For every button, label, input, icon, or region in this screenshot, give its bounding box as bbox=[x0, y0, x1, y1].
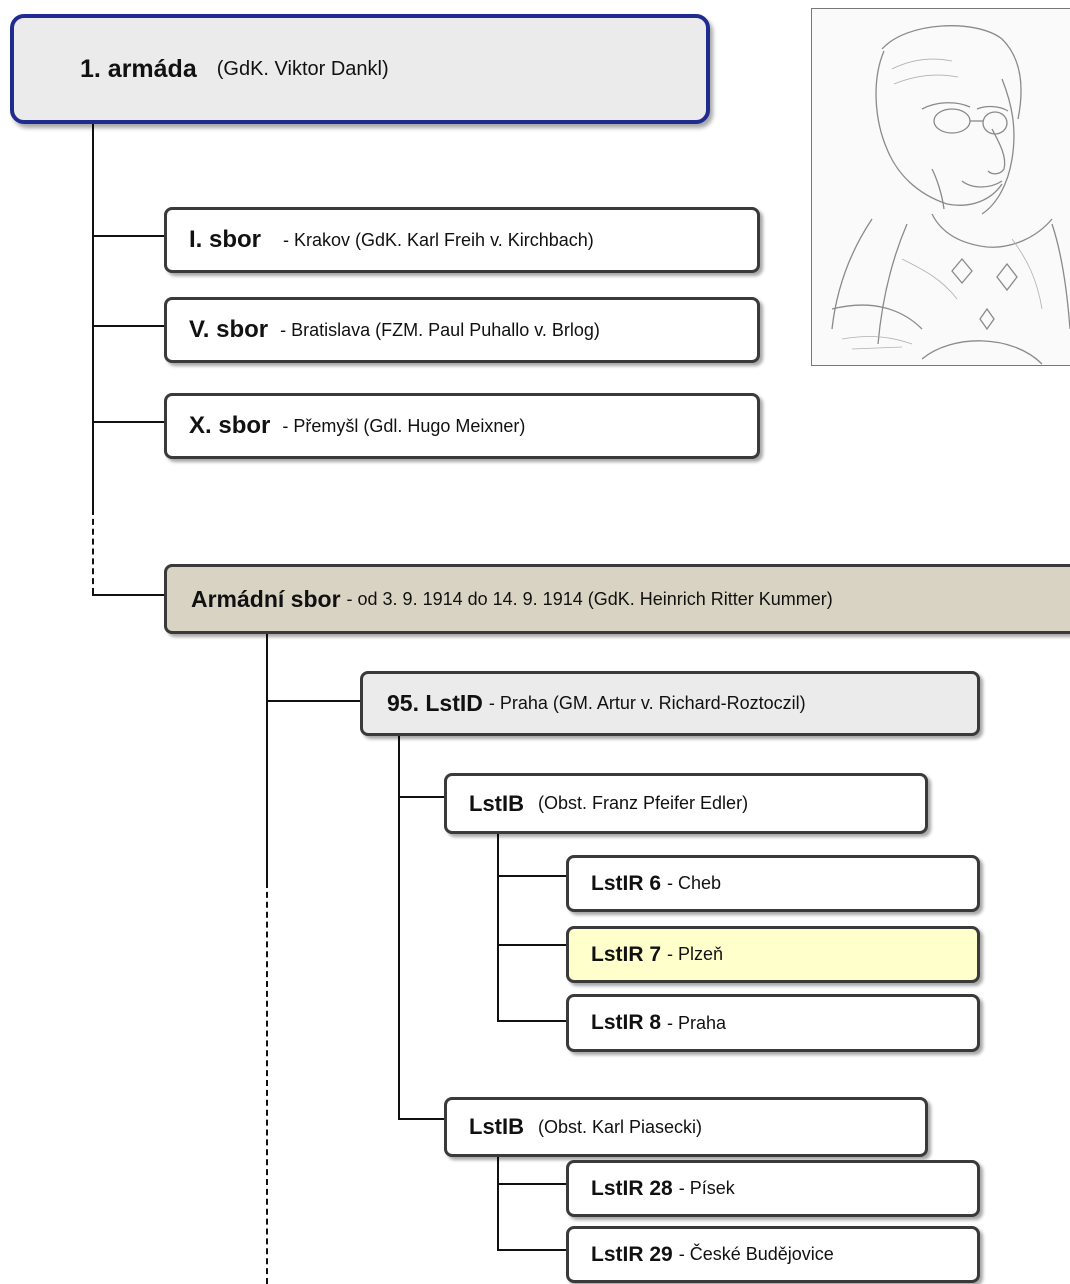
army-box: 1. armáda (GdK. Viktor Dankl) bbox=[10, 14, 710, 124]
brigade-detail: (Obst. Karl Piasecki) bbox=[538, 1116, 703, 1137]
connector bbox=[497, 1020, 567, 1022]
pencil-sketch-portrait-icon bbox=[831, 25, 1070, 365]
regiment-box-highlighted: LstIR 7 - Plzeň bbox=[566, 926, 980, 983]
connector bbox=[497, 1183, 567, 1185]
connector bbox=[398, 1118, 444, 1120]
armadni-trunk-dashed bbox=[266, 882, 268, 1284]
corps-box: X. sbor - Přemyšl (Gdl. Hugo Meixner) bbox=[164, 393, 760, 459]
army-detail: (GdK. Viktor Dankl) bbox=[216, 57, 389, 80]
division-name: 95. LstID bbox=[387, 690, 483, 716]
brigade2-trunk-line bbox=[497, 1157, 499, 1251]
connector bbox=[497, 944, 567, 946]
connector bbox=[92, 325, 164, 327]
regiment-box: LstIR 28 - Písek bbox=[566, 1160, 980, 1217]
connector bbox=[497, 875, 567, 877]
connector bbox=[266, 700, 360, 702]
regiment-name: LstIR 7 bbox=[591, 942, 662, 966]
corps-detail: - Přemyšl (Gdl. Hugo Meixner) bbox=[282, 415, 526, 436]
armadni-sbor-name: Armádní sbor bbox=[191, 585, 341, 612]
brigade-detail: (Obst. Franz Pfeifer Edler) bbox=[538, 793, 749, 813]
connector bbox=[92, 235, 164, 237]
corps-box: V. sbor - Bratislava (FZM. Paul Puhallo … bbox=[164, 297, 760, 363]
brigade1-trunk-line bbox=[497, 834, 499, 1022]
armadni-sbor-box: Armádní sbor - od 3. 9. 1914 do 14. 9. 1… bbox=[164, 564, 1070, 634]
regiment-detail: - Praha bbox=[667, 1012, 727, 1033]
regiment-box: LstIR 8 - Praha bbox=[566, 994, 980, 1052]
portrait-sketch bbox=[811, 8, 1070, 366]
regiment-detail: - Písek bbox=[678, 1178, 735, 1198]
corps-detail: - Krakov (GdK. Karl Freih v. Kirchbach) bbox=[283, 229, 594, 250]
connector bbox=[92, 421, 164, 423]
division-box: 95. LstID - Praha (GM. Artur v. Richard-… bbox=[360, 671, 980, 736]
brigade-box: LstIB (Obst. Franz Pfeifer Edler) bbox=[444, 773, 928, 834]
armadni-sbor-detail: - od 3. 9. 1914 do 14. 9. 1914 (GdK. Hei… bbox=[346, 588, 833, 609]
connector bbox=[92, 594, 164, 596]
division-trunk-line bbox=[398, 736, 400, 1120]
regiment-detail: - České Budějovice bbox=[678, 1244, 834, 1264]
brigade-name: LstIB bbox=[469, 1114, 524, 1139]
corps-name: X. sbor bbox=[189, 412, 271, 439]
corps-name: V. sbor bbox=[189, 316, 269, 343]
armadni-trunk-line bbox=[266, 634, 268, 882]
army-trunk-line bbox=[92, 124, 94, 509]
regiment-name: LstIR 8 bbox=[591, 1011, 662, 1034]
connector bbox=[497, 1249, 567, 1251]
regiment-name: LstIR 28 bbox=[591, 1176, 673, 1200]
corps-box: I. sbor - Krakov (GdK. Karl Freih v. Kir… bbox=[164, 207, 760, 273]
army-trunk-dashed bbox=[92, 509, 94, 594]
regiment-name: LstIR 6 bbox=[591, 871, 662, 895]
brigade-name: LstIB bbox=[469, 790, 524, 816]
army-name: 1. armáda bbox=[80, 54, 197, 83]
regiment-box: LstIR 29 - České Budějovice bbox=[566, 1226, 980, 1283]
connector bbox=[398, 796, 444, 798]
corps-detail: - Bratislava (FZM. Paul Puhallo v. Brlog… bbox=[280, 319, 600, 340]
brigade-box: LstIB (Obst. Karl Piasecki) bbox=[444, 1097, 928, 1157]
regiment-detail: - Plzeň bbox=[667, 944, 724, 964]
corps-name: I. sbor bbox=[189, 226, 262, 253]
regiment-box: LstIR 6 - Cheb bbox=[566, 855, 980, 912]
regiment-detail: - Cheb bbox=[667, 873, 722, 893]
division-detail: - Praha (GM. Artur v. Richard-Roztoczil) bbox=[488, 693, 806, 713]
regiment-name: LstIR 29 bbox=[591, 1242, 673, 1266]
